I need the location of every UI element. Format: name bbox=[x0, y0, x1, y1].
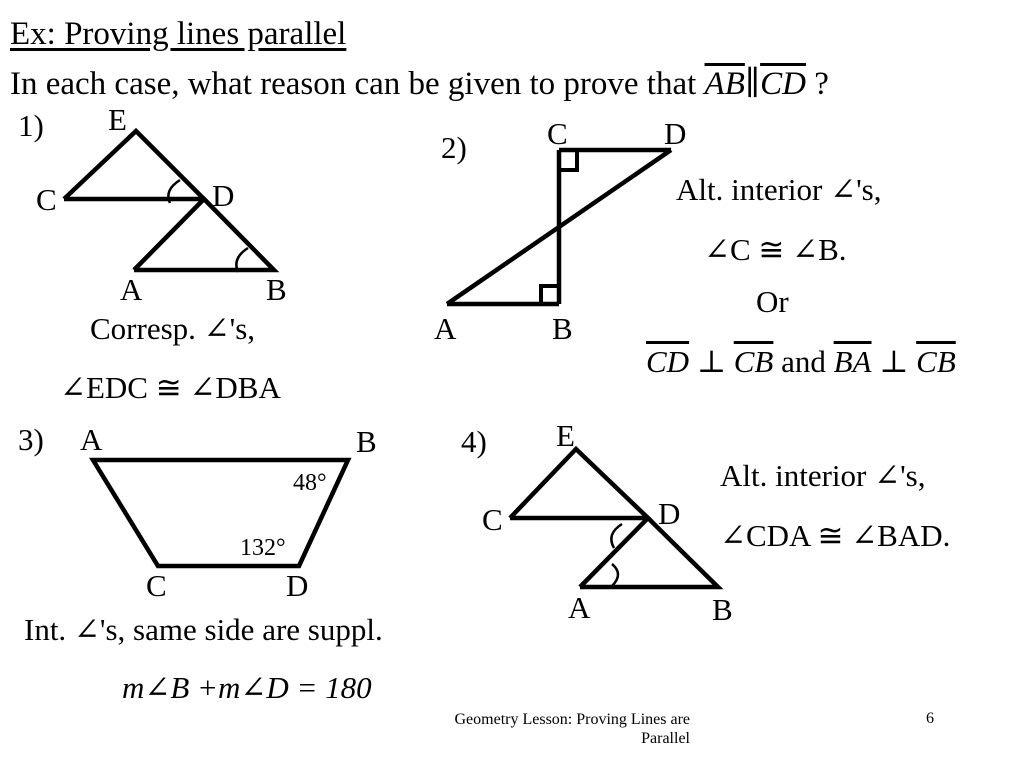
fig1-point-b: B bbox=[266, 272, 287, 307]
perp-symbol-2: ⊥ bbox=[879, 344, 909, 379]
fig3-point-a: A bbox=[80, 422, 103, 457]
problem-4-reason-line1: Alt. interior ∠'s, bbox=[720, 458, 926, 493]
question-suffix: ? bbox=[814, 66, 829, 102]
perp-symbol-1: ⊥ bbox=[696, 344, 726, 379]
fig2-point-a: A bbox=[434, 311, 457, 346]
alt-segment-ba: BA bbox=[833, 344, 872, 379]
footer-line-1: Geometry Lesson: Proving Lines are bbox=[454, 711, 691, 728]
fig1-point-e: E bbox=[108, 102, 127, 137]
fig4-triangle-bottom bbox=[578, 514, 724, 590]
page-number: 6 bbox=[926, 710, 934, 727]
question-prefix: In each case, what reason can be given t… bbox=[10, 66, 697, 102]
fig3-point-b: B bbox=[356, 424, 377, 459]
problem-1-number: 1) bbox=[18, 108, 44, 143]
fig2-point-b: B bbox=[552, 311, 573, 346]
alt-segment-cb-1: CB bbox=[733, 344, 774, 379]
fig2-point-d: D bbox=[664, 116, 687, 151]
problem-3-reason-line2: m∠B +m∠D = 180 bbox=[122, 670, 372, 705]
problem-4-reason-line2: ∠CDA ≅ ∠BAD. bbox=[720, 518, 951, 553]
footer-text: Geometry Lesson: Proving Lines are Paral… bbox=[455, 710, 691, 748]
fig2-right-angle-c bbox=[559, 150, 579, 172]
alt-segment-cd: CD bbox=[646, 344, 690, 379]
fig3-angle-d-label: 132° bbox=[240, 535, 286, 561]
problem-2-alt-reason: CD ⊥ CB and BA ⊥ CB bbox=[646, 346, 956, 377]
problem-3-reason-line1: Int. ∠'s, same side are suppl. bbox=[24, 612, 383, 647]
fig4-point-b: B bbox=[712, 592, 733, 627]
problem-1-reason-line2: ∠EDC ≅ ∠DBA bbox=[60, 370, 281, 405]
problem-2-reason-line1: Alt. interior ∠'s, bbox=[676, 172, 882, 207]
fig4-angle-arc-a bbox=[611, 563, 620, 587]
fig3-point-c: C bbox=[146, 568, 167, 603]
fig4-triangle-top bbox=[508, 445, 654, 521]
segment-ab: AB bbox=[704, 66, 745, 102]
question-text: In each case, what reason can be given t… bbox=[10, 68, 829, 101]
alt-segment-cb-2: CB bbox=[916, 344, 956, 379]
problem-4-number: 4) bbox=[461, 424, 487, 459]
fig4-point-d: D bbox=[658, 496, 681, 531]
fig1-point-c: C bbox=[36, 182, 57, 217]
fig1-angle-arc-d bbox=[167, 178, 181, 204]
fig4-angle-arc-d bbox=[610, 522, 623, 549]
fig4-point-a: A bbox=[568, 590, 591, 625]
fig2-right-angle-b bbox=[539, 284, 559, 304]
fig2-point-c: C bbox=[547, 116, 568, 151]
fig1-point-a: A bbox=[120, 272, 143, 307]
problem-1-reason-line1: Corresp. ∠'s, bbox=[90, 311, 256, 346]
slide-title: Ex: Proving lines parallel bbox=[10, 16, 347, 52]
fig1-point-d: D bbox=[212, 178, 235, 213]
problem-2-reason-line2: ∠C ≅ ∠B. bbox=[704, 232, 847, 267]
fig2-transversal-da bbox=[445, 148, 673, 306]
parallel-symbol: ∥ bbox=[744, 66, 761, 102]
fig1-triangle-bottom bbox=[132, 195, 280, 273]
problem-2-number: 2) bbox=[441, 130, 467, 165]
problem-3-number: 3) bbox=[18, 422, 44, 457]
fig1-triangle-top bbox=[62, 127, 210, 202]
fig3-angle-b-label: 48° bbox=[293, 470, 327, 496]
problem-2-or-label: Or bbox=[756, 284, 789, 319]
and-word: and bbox=[781, 344, 826, 379]
fig4-point-c: C bbox=[482, 502, 503, 537]
fig3-point-d: D bbox=[286, 568, 309, 603]
footer-line-2: Parallel bbox=[641, 730, 690, 748]
segment-cd: CD bbox=[760, 66, 806, 102]
fig1-angle-arc-b bbox=[235, 246, 249, 273]
fig4-point-e: E bbox=[556, 418, 575, 453]
